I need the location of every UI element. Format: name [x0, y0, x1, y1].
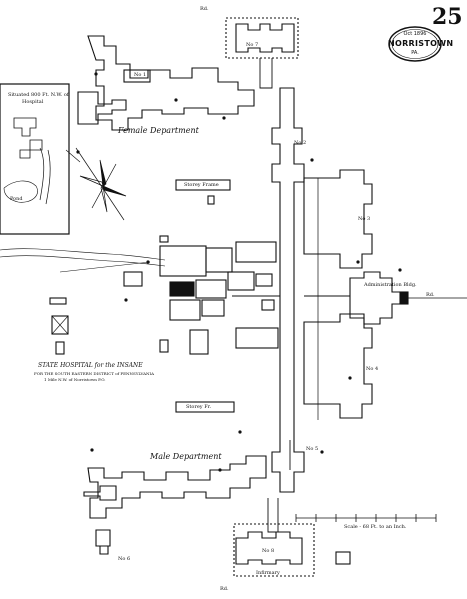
infirmary-building: [235, 531, 303, 565]
male-ward-southwest: [95, 529, 111, 555]
bldg-number: No 5: [306, 446, 319, 452]
central-block-e: [201, 299, 225, 317]
bottom-road-label: Rd.: [220, 586, 229, 592]
seal-city: NORRISTOWN: [388, 39, 454, 48]
compass-rose-icon: [75, 147, 127, 221]
inset-pond: [3, 180, 38, 203]
storey-frame-bottom-label: Storey Fr.: [186, 404, 212, 410]
state-hospital-sub-1: FOR THE SOUTH EASTERN DISTRICT of PENNSY…: [34, 371, 155, 376]
east-corridor: [271, 87, 305, 493]
male-department-label: Male Department: [150, 452, 222, 461]
storey-frame-top-label: Storey Frame: [184, 182, 219, 188]
female-ward-west: [77, 91, 127, 125]
male-ward-west: [83, 485, 117, 501]
bldg-number: No 3: [358, 216, 371, 222]
bldg-number: No 8: [262, 548, 275, 554]
scale-label: Scale - 68 Ft. to an Inch.: [344, 524, 407, 530]
right-road-label: Rd.: [426, 292, 435, 298]
central-block-a: [159, 245, 207, 277]
female-ward-north: [87, 35, 255, 131]
sheet-number: 25: [432, 4, 463, 30]
hydrant-markers: [76, 72, 402, 472]
north-yard: [225, 17, 299, 59]
bldg-number: No 4: [366, 366, 379, 372]
state-hospital-title: STATE HOSPITAL for the INSANE: [38, 362, 143, 369]
bldg-number: No 6: [118, 556, 131, 562]
administration-building: [349, 271, 407, 325]
female-annex: [123, 69, 151, 83]
inset-title-1: Situated 800 Ft. N.W. of: [8, 92, 69, 98]
frame-building-top: [175, 179, 231, 191]
north-building: [235, 23, 295, 53]
inset-road: [39, 147, 51, 205]
central-block-d: [169, 299, 201, 321]
inset-pond-label: Pond: [10, 196, 23, 202]
seal-state: PA.: [411, 50, 419, 56]
female-department-label: Female Department: [118, 126, 199, 135]
city-seal-text: Oct 1896 NORRISTOWN PA.: [388, 26, 454, 62]
bldg-number: No 2: [294, 140, 307, 146]
city-seal: [388, 26, 442, 62]
east-wing-north: [303, 169, 373, 269]
frame-building-bottom: [175, 401, 235, 413]
seal-date: Oct 1896: [403, 31, 427, 37]
central-block-c: [195, 279, 227, 299]
inset-title-2: Hospital: [22, 99, 44, 105]
boiler-house: [169, 281, 195, 297]
bldg-number: No 1: [134, 72, 147, 78]
top-road-label: Rd.: [200, 6, 209, 12]
bldg-number: No 7: [246, 42, 259, 48]
east-wing-south: [303, 313, 373, 419]
inset-building: [13, 117, 43, 159]
infirmary-label: Infirmary: [256, 570, 280, 576]
administration-label: Administration Bldg.: [364, 282, 417, 288]
laundry: [235, 241, 277, 263]
central-block-b: [205, 247, 233, 273]
male-ward-south: [87, 455, 267, 519]
stream: [0, 248, 166, 261]
state-hospital-sub-2: 1 Mile N.W. of Norristown P.O.: [44, 377, 106, 382]
scale-bar: [295, 514, 437, 522]
inset-frame: [0, 83, 70, 235]
kitchen: [235, 327, 279, 349]
infirmary-yard: [233, 523, 315, 577]
